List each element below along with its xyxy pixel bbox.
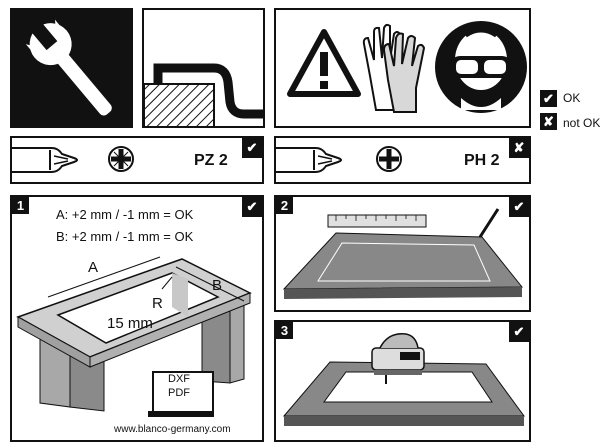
legend-notok-mark: ✘ (540, 113, 557, 130)
sink-profile-icon (144, 63, 263, 126)
dim-b-label: B (212, 277, 223, 294)
tolerance-b: B: +2 mm / -1 mm = OK (56, 229, 194, 244)
step2-number: 2 (276, 197, 293, 214)
ruler-icon (327, 214, 427, 228)
legend-ok-label: OK (563, 91, 581, 105)
jigsaw-icon (371, 333, 425, 384)
file-pdf: PDF (168, 387, 190, 399)
radius-r-label: R (152, 295, 163, 312)
ph-label: PH 2 (464, 152, 500, 169)
monitor-icon (152, 371, 214, 413)
tolerance-a: A: +2 mm / -1 mm = OK (56, 207, 194, 222)
tool-panel-pz: PZ 2 ✔ (10, 136, 264, 184)
tool-panel-ph: PH 2 ✘ (274, 136, 531, 184)
profile-panel (142, 8, 265, 128)
file-dxf: DXF (168, 373, 190, 385)
countertop-drawing (16, 256, 252, 412)
marking-drawing (282, 208, 524, 299)
step2-status: ✔ (509, 197, 529, 217)
ph-status: ✘ (509, 138, 529, 158)
warning-icon (287, 29, 361, 97)
step1-panel: 1 ✔ A: +2 mm / -1 mm = OK B: +2 mm / -1 … (10, 195, 264, 442)
step2-panel: 2 ✔ (274, 195, 531, 312)
step3-status: ✔ (509, 322, 529, 342)
screwdriver-icon (276, 147, 342, 173)
legend-notok-label: not OK (563, 116, 601, 130)
step3-number: 3 (276, 322, 293, 339)
cutting-drawing (282, 333, 525, 426)
screwdriver-icon (12, 147, 78, 173)
legend-ok-mark: ✔ (540, 90, 557, 107)
step1-status: ✔ (242, 197, 262, 217)
safety-panel (274, 8, 531, 128)
safety-icons (287, 21, 527, 113)
monitor-base (148, 411, 214, 417)
website-label: www.blanco-germany.com (114, 424, 231, 435)
wrench-icon (25, 19, 112, 116)
radius-value: 15 mm (107, 315, 153, 332)
step1-number: 1 (12, 197, 29, 214)
dim-a-label: A (88, 259, 99, 276)
gloves-icon (362, 23, 426, 113)
pozidriv-head-icon (108, 146, 134, 172)
pencil-icon (478, 208, 500, 238)
wrench-panel (10, 8, 133, 128)
step3-panel: 3 ✔ (274, 320, 531, 442)
phillips-head-icon (376, 146, 402, 172)
pz-status: ✔ (242, 138, 262, 158)
pz-label: PZ 2 (194, 152, 228, 169)
